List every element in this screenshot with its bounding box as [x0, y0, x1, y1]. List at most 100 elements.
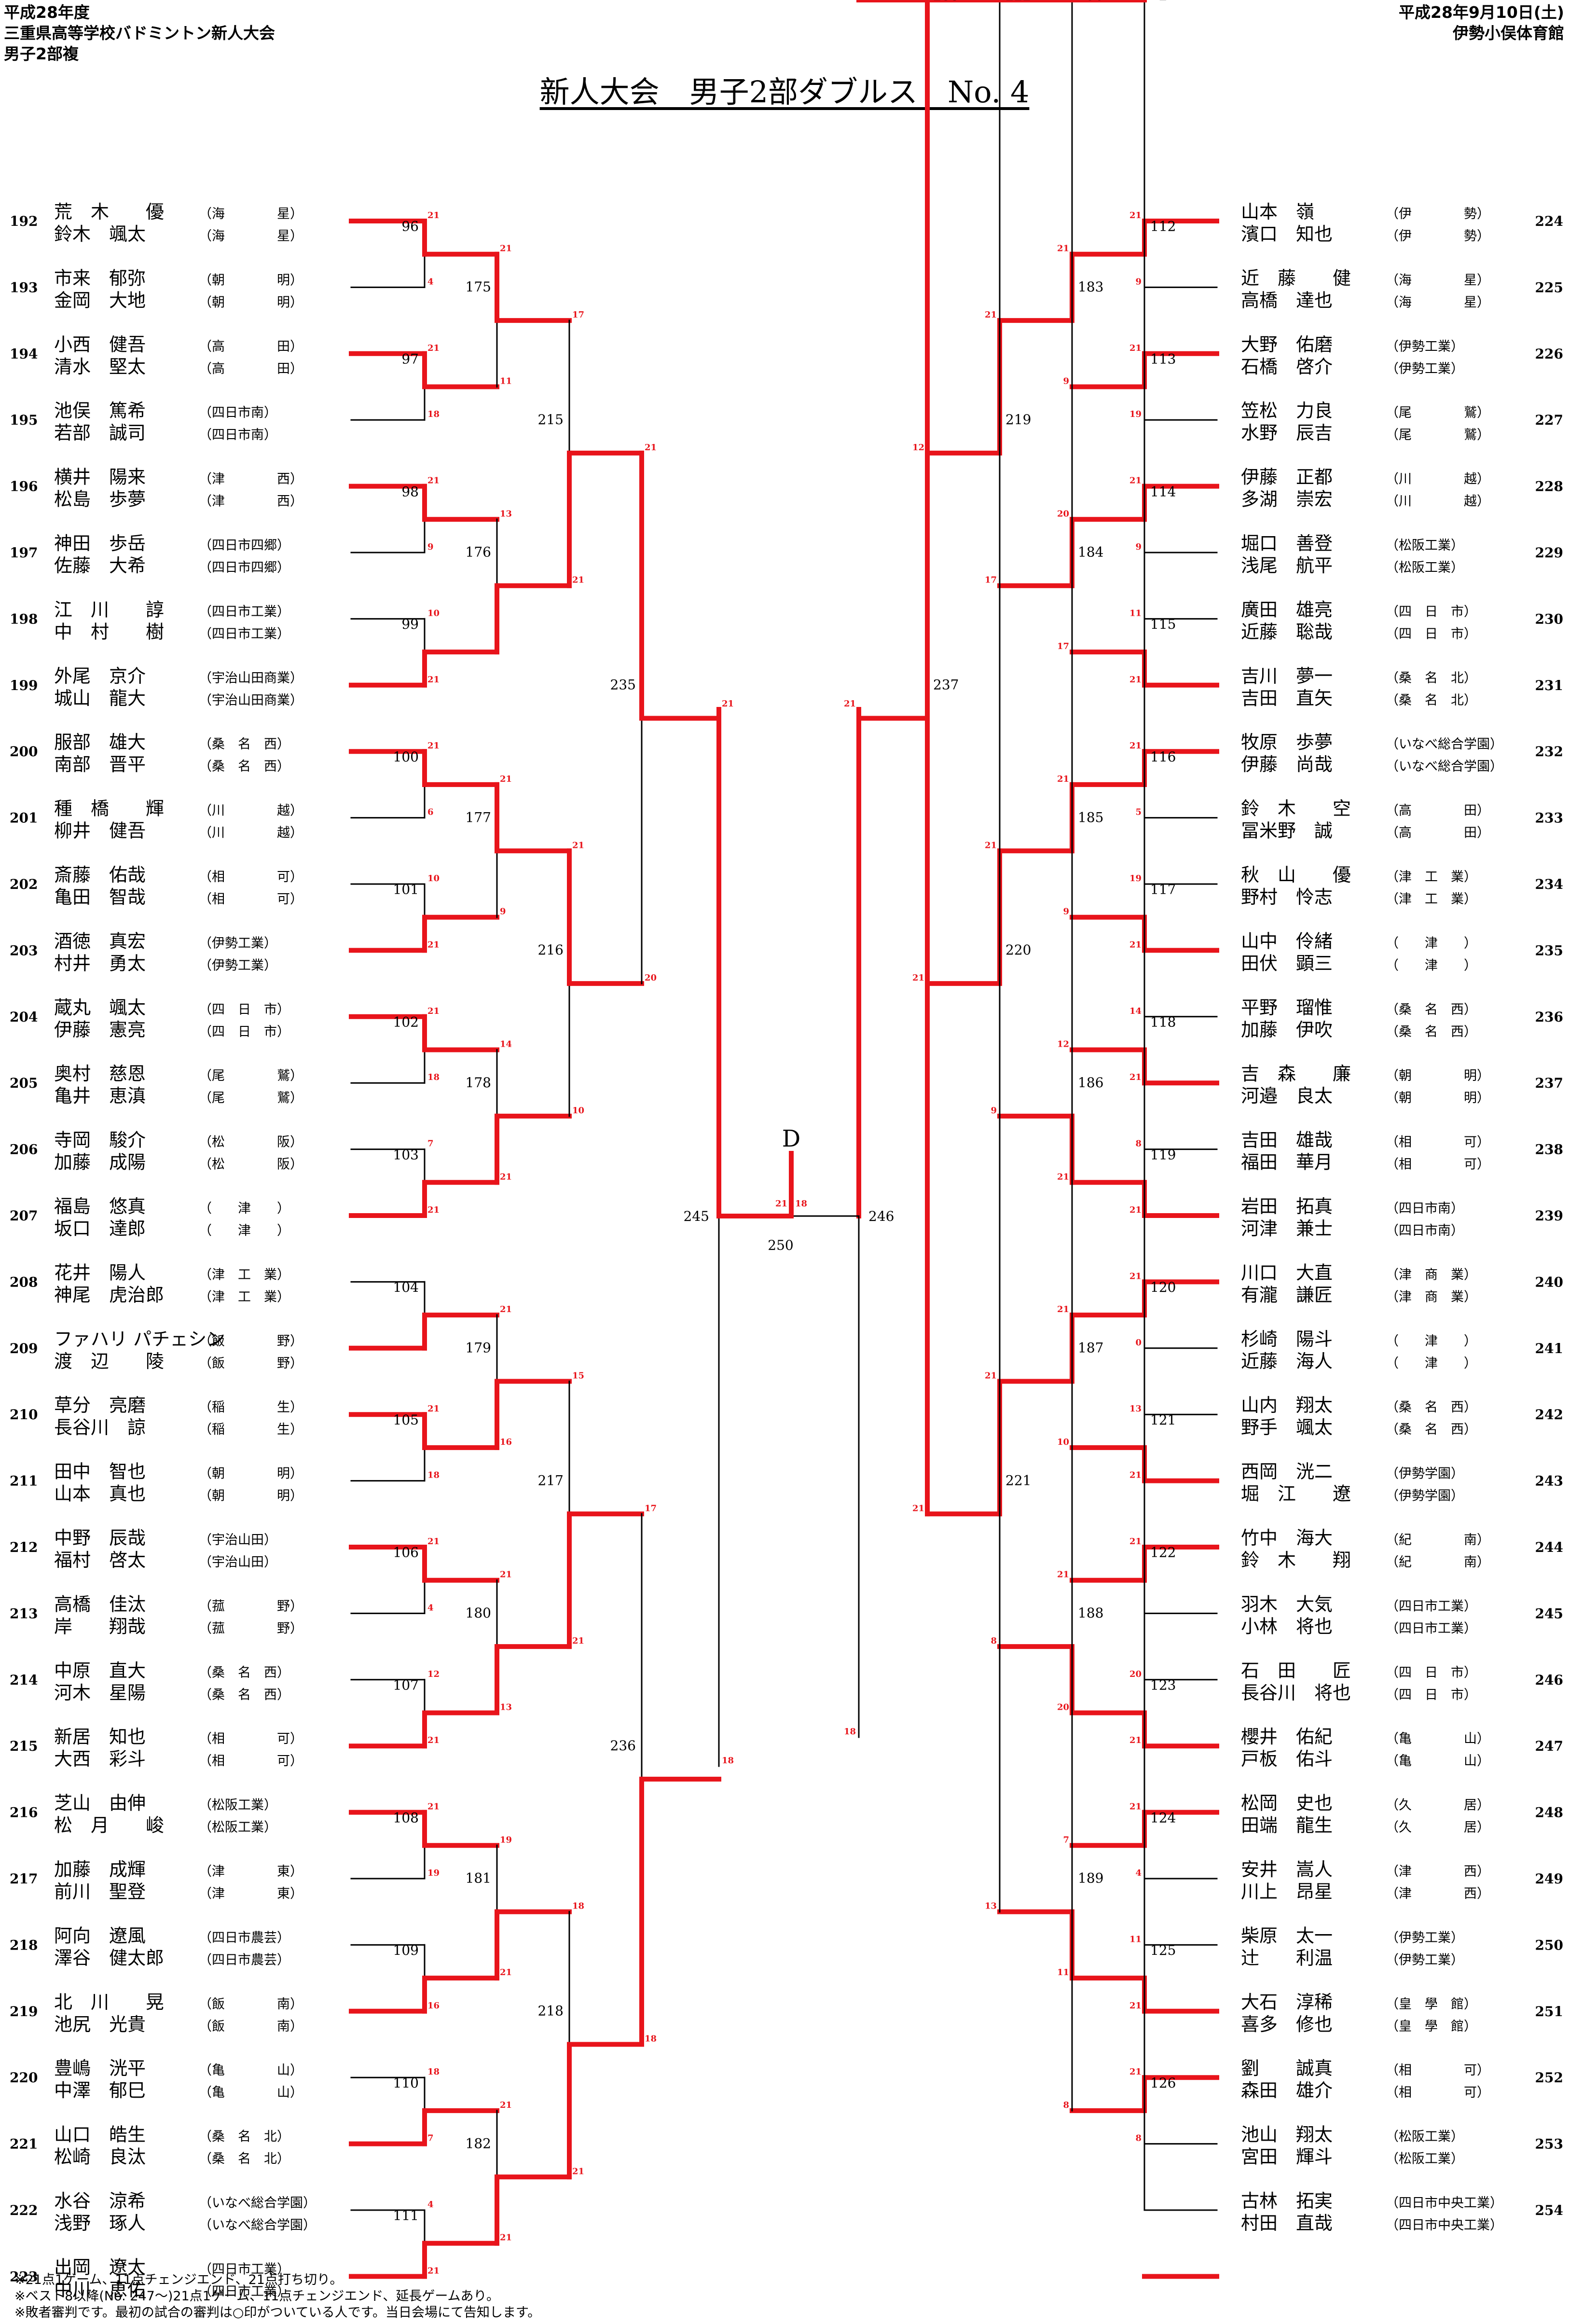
- team-number: 225: [1535, 279, 1563, 295]
- player-name: 渡 辺 陵: [54, 1351, 164, 1372]
- match-number: 111: [393, 2208, 419, 2224]
- player-name: 川上 昂星: [1241, 1881, 1333, 1902]
- player-name: 河津 兼士: [1241, 1218, 1333, 1239]
- game-score: 7: [427, 1139, 434, 1149]
- player-name: 出岡 遼太: [54, 2256, 146, 2278]
- player-name: 西岡 洸二: [1241, 1461, 1333, 1482]
- venue: 伊勢小俣体育館: [1453, 24, 1564, 42]
- school-name: （久 居）: [1386, 1820, 1490, 1835]
- player-name: 坂口 達郎: [54, 1218, 146, 1239]
- match-number: 187: [1078, 1340, 1103, 1356]
- team-number: 211: [10, 1473, 38, 1489]
- game-score: 21: [500, 1967, 512, 1978]
- school-name: （朝 明）: [199, 295, 303, 310]
- school-name: （朝 明）: [1386, 1068, 1490, 1083]
- school-name: （朝 明）: [199, 273, 303, 288]
- game-score: 18: [722, 1756, 734, 1766]
- team-number: 245: [1535, 1605, 1563, 1621]
- game-score: 9: [1135, 542, 1142, 552]
- game-score: 21: [844, 699, 856, 709]
- game-score: 21: [1129, 1802, 1142, 1812]
- team-number: 198: [10, 611, 38, 627]
- school-name: （四 日 市）: [1386, 604, 1477, 619]
- team-number: 254: [1535, 2202, 1563, 2218]
- player-name: 金岡 大地: [54, 290, 146, 311]
- game-score: 21: [1129, 1072, 1142, 1082]
- school-name: （高 田）: [1386, 803, 1490, 818]
- game-score: 19: [1129, 873, 1142, 884]
- game-score: 20: [645, 973, 657, 983]
- school-name: （津 東）: [199, 1886, 303, 1901]
- game-score: 4: [1135, 1868, 1142, 1878]
- match-number: 235: [610, 677, 636, 693]
- school-name: （桑 名 西）: [1386, 1024, 1477, 1039]
- player-name: 秋 山 優: [1241, 864, 1351, 885]
- player-name: 前川 聖登: [54, 1881, 146, 1902]
- game-score: 21: [645, 443, 657, 453]
- game-score: 17: [572, 310, 584, 320]
- player-name: 若部 誠司: [54, 422, 146, 443]
- game-score: 9: [1063, 376, 1069, 387]
- player-name: 南部 晋平: [54, 754, 146, 775]
- school-name: （四 日 市）: [1386, 626, 1477, 641]
- school-name: （四日市農芸）: [199, 1930, 290, 1945]
- game-score: 21: [1129, 2001, 1142, 2011]
- game-score: 9: [991, 1106, 997, 1116]
- match-number: 127: [1150, 0, 1176, 3]
- match-number: 216: [538, 942, 564, 958]
- match-number: 122: [1150, 1545, 1176, 1561]
- player-name: 加藤 成陽: [54, 1152, 146, 1173]
- player-name: 福田 華月: [1241, 1152, 1333, 1173]
- game-score: 9: [500, 907, 506, 917]
- match-number: 125: [1150, 1942, 1176, 1958]
- player-name: 加藤 伊吹: [1241, 1019, 1333, 1040]
- match-number: 182: [466, 2135, 491, 2151]
- game-score: 21: [1057, 774, 1069, 784]
- school-name: （菰 野）: [199, 1599, 303, 1614]
- team-number: 220: [10, 2070, 38, 2086]
- game-score: 11: [500, 376, 512, 387]
- game-score: 13: [500, 1702, 512, 1713]
- game-score: 21: [427, 1205, 440, 1215]
- team-number: 206: [10, 1142, 38, 1158]
- player-name: 鈴 木 翔: [1241, 1549, 1351, 1571]
- school-name: （桑 名 北）: [1386, 671, 1477, 686]
- game-score: 21: [912, 1503, 924, 1513]
- school-name: （桑 名 西）: [1386, 1002, 1477, 1017]
- game-score: 21: [985, 840, 997, 850]
- team-number: 209: [10, 1341, 38, 1356]
- team-number: 226: [1535, 346, 1563, 362]
- match-number: 175: [466, 279, 491, 295]
- game-score: 21: [1129, 1470, 1142, 1480]
- match-number: 238: [933, 0, 959, 3]
- school-name: （ 津 ）: [1386, 1334, 1477, 1349]
- player-name: 牧原 歩夢: [1241, 732, 1333, 753]
- match-number: 245: [684, 1208, 709, 1224]
- school-name: （ 津 ）: [1386, 936, 1477, 951]
- school-name: （松阪工業）: [199, 1798, 277, 1813]
- team-number: 234: [1535, 876, 1563, 892]
- school-name: （飯 南）: [199, 1997, 303, 2012]
- player-name: 小林 将也: [1241, 1616, 1333, 1637]
- game-score: 8: [1063, 2100, 1069, 2110]
- team-number: 208: [10, 1274, 38, 1290]
- game-score: 21: [427, 1404, 440, 1414]
- school-name: （四日市工業）: [1386, 1599, 1477, 1614]
- school-name: （相 可）: [199, 1754, 303, 1769]
- game-score: 21: [427, 1735, 440, 1745]
- page-title-text: 新人大会 男子2部ダブルス No. 4: [539, 74, 1030, 110]
- match-number: 177: [466, 809, 491, 825]
- game-score: 21: [500, 774, 512, 784]
- player-name: 中澤 郁巳: [54, 2080, 146, 2101]
- match-number: 124: [1150, 1810, 1176, 1826]
- match-number: 98: [401, 484, 419, 499]
- player-name: 佐藤 大希: [54, 555, 146, 576]
- team-number: 210: [10, 1407, 38, 1423]
- match-number: 190: [1078, 0, 1103, 3]
- player-name: 亀井 恵滇: [54, 1085, 146, 1107]
- school-name: （紀 南）: [1386, 1533, 1490, 1548]
- school-name: （伊勢工業）: [1386, 1930, 1464, 1945]
- player-name: 多湖 崇宏: [1241, 489, 1333, 510]
- player-name: 斎藤 佑哉: [54, 864, 146, 885]
- player-name: 草分 亮磨: [54, 1395, 146, 1416]
